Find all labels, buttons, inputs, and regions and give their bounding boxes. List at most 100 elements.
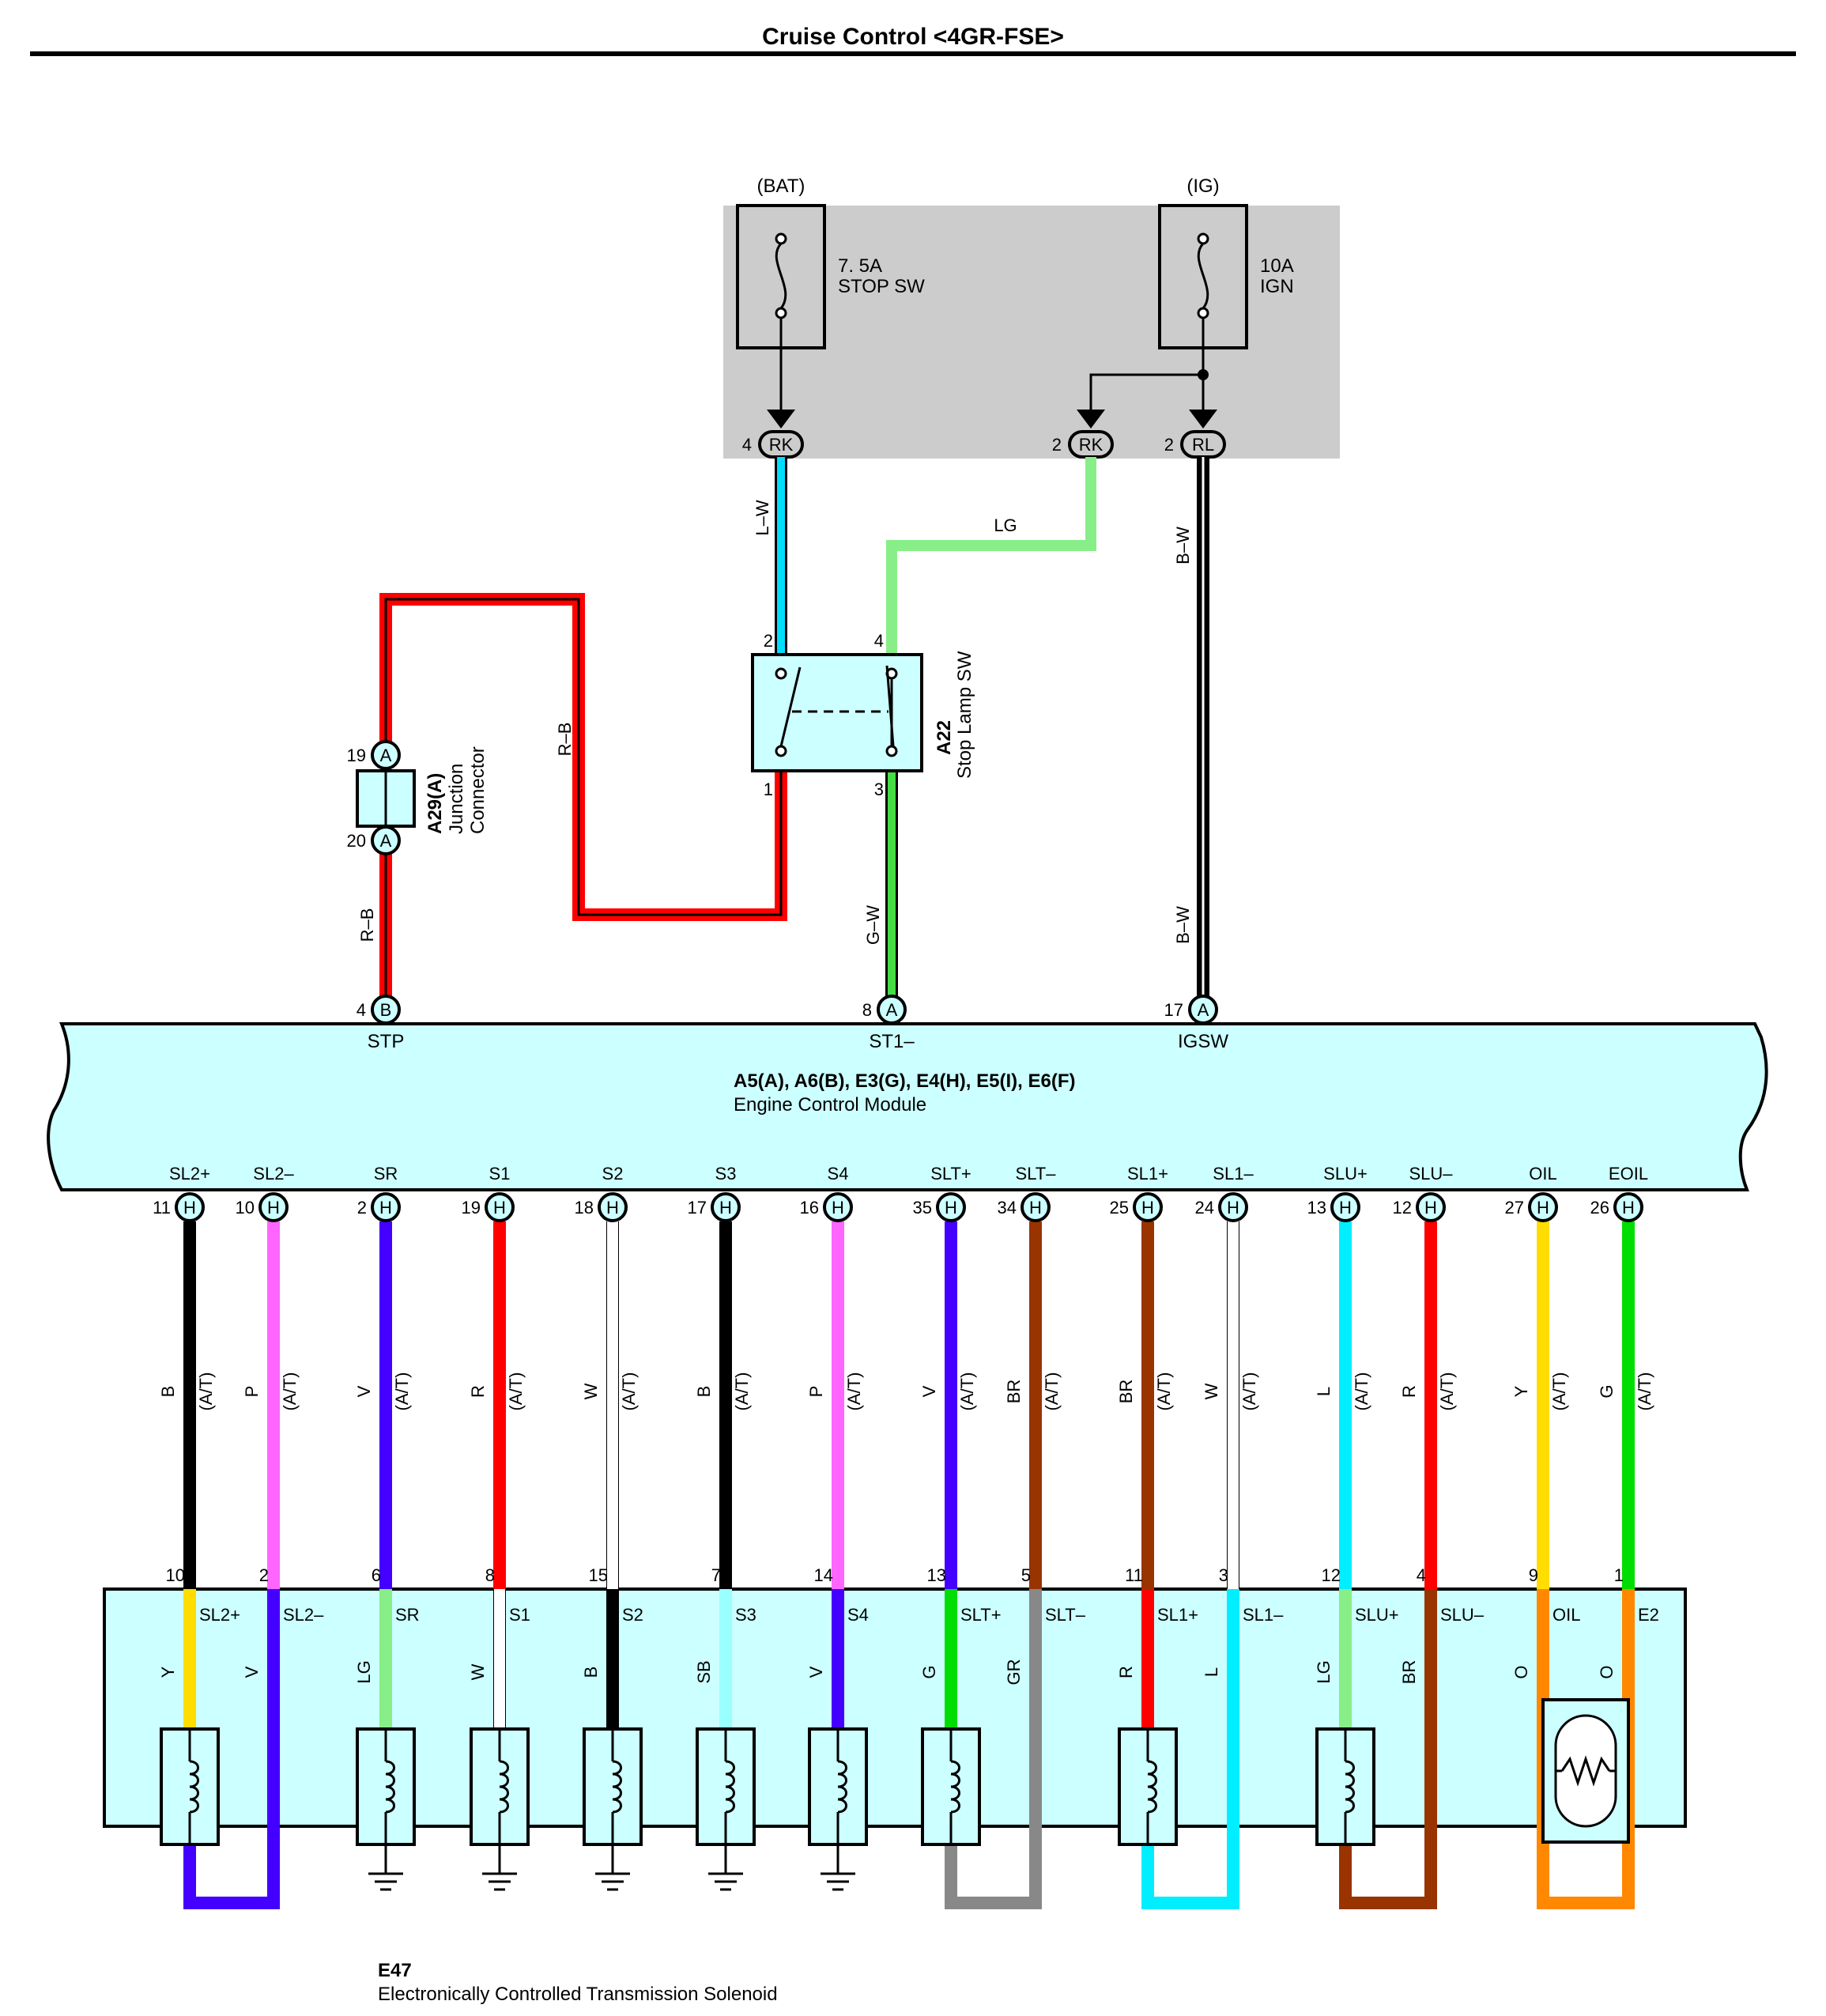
- fuse-supply-ig: (IG): [1187, 176, 1219, 197]
- terminal-pin: 10: [236, 1198, 255, 1218]
- junction-pin-top: 19: [347, 746, 366, 765]
- wire-note-label: (A/T): [732, 1372, 752, 1411]
- wire-color-label: G: [1597, 1384, 1617, 1398]
- solenoid-wire-color: LG: [1314, 1660, 1334, 1683]
- solenoid-pin-name: SL2+: [199, 1605, 240, 1625]
- solenoid-wire-color: B: [581, 1667, 601, 1678]
- solenoid-coil-sr: [356, 1727, 416, 1846]
- terminal-name: SL2+: [169, 1164, 210, 1184]
- ecm-terminal-slu–: [1416, 1192, 1446, 1222]
- solenoid-pin-name: S4: [847, 1605, 869, 1625]
- terminal-name: OIL: [1529, 1164, 1556, 1184]
- ecm-name: Engine Control Module: [734, 1094, 926, 1116]
- terminal-conn: H: [183, 1198, 196, 1218]
- wire-color-label: W: [1202, 1383, 1221, 1399]
- wire-color-label: Y: [1511, 1385, 1531, 1397]
- terminal-name: STP: [368, 1031, 405, 1052]
- solenoid-wire-color: V: [242, 1666, 262, 1678]
- ecm-terminal-sr: [371, 1192, 401, 1222]
- wire-note-label: (A/T): [196, 1372, 216, 1411]
- solenoid-wire-color: BR: [1399, 1660, 1419, 1685]
- solenoid-wire-color: O: [1597, 1665, 1617, 1678]
- solenoid-pin-number: 10: [166, 1565, 185, 1585]
- solenoid-wire-color: Y: [158, 1666, 178, 1678]
- coil-winding: [837, 1760, 847, 1814]
- wire-note-label: (A/T): [1239, 1372, 1259, 1411]
- ecm-terminal-s4: [823, 1192, 853, 1222]
- terminal-conn: B: [380, 1000, 392, 1020]
- terminal-conn: H: [267, 1198, 280, 1218]
- terminal-conn: H: [1622, 1198, 1635, 1218]
- coil-winding: [950, 1760, 960, 1814]
- junction-conn-top: A: [380, 746, 392, 765]
- page-title: Cruise Control <4GR-FSE>: [762, 24, 1064, 50]
- coil-winding: [725, 1760, 735, 1814]
- junction-code: A29(A): [424, 773, 446, 834]
- ecm-solenoid-wires: B(A/T)P(A/T)V(A/T)R(A/T)W(A/T)B(A/T)P(A/…: [158, 1221, 1654, 1589]
- wire-note-label: (A/T): [280, 1372, 300, 1411]
- solenoid-pin-number: 11: [1125, 1565, 1143, 1585]
- ecm-terminal-sl2–: [258, 1192, 289, 1222]
- terminal-conn: H: [832, 1198, 844, 1218]
- switch-code: A22: [934, 720, 955, 755]
- wire-color-label: V: [919, 1385, 939, 1397]
- resistor-zigzag: [1560, 1755, 1611, 1787]
- ecm-terminal-s3: [711, 1192, 741, 1222]
- wire-note-label: (A/T): [957, 1372, 977, 1411]
- wire-note-label: (A/T): [1437, 1372, 1457, 1411]
- terminal-pin: 17: [1164, 1000, 1183, 1020]
- terminal-name: IGSW: [1178, 1031, 1228, 1052]
- terminal-pin: 11: [153, 1198, 171, 1218]
- wire-note-label: (A/T): [1352, 1372, 1371, 1411]
- switch-pin-2: 2: [764, 631, 773, 651]
- terminal-name: SLU–: [1409, 1164, 1453, 1184]
- wire-note-label: (A/T): [844, 1372, 864, 1411]
- ecm-terminal-sl1+: [1133, 1192, 1163, 1222]
- terminal-name: SL1+: [1127, 1164, 1168, 1184]
- junction-pin-bottom: 20: [347, 831, 366, 851]
- wire-note-label: (A/T): [1154, 1372, 1174, 1411]
- terminal-pin: 13: [1307, 1198, 1326, 1218]
- wire-note-label: (A/T): [1635, 1372, 1654, 1411]
- ecm-terminal-eoil: [1613, 1192, 1643, 1222]
- wire-color-label: L: [1314, 1387, 1334, 1396]
- solenoid-pin-name: SR: [395, 1605, 420, 1625]
- terminal-name: SLT–: [1016, 1164, 1057, 1184]
- switch-pin-1: 1: [764, 780, 773, 799]
- terminal-name: SLU+: [1323, 1164, 1368, 1184]
- junction-conn-bottom: A: [380, 831, 392, 851]
- wire-note-label: (A/T): [392, 1372, 412, 1411]
- terminal-conn: H: [379, 1198, 392, 1218]
- solenoid-pin-number: 5: [1021, 1565, 1031, 1585]
- solenoid-pin-number: 2: [259, 1565, 269, 1585]
- terminal-pin: 19: [462, 1198, 481, 1218]
- terminal-conn: H: [1029, 1198, 1042, 1218]
- solenoid-pin-name: S1: [509, 1605, 530, 1625]
- solenoid-pin-number: 6: [372, 1565, 381, 1585]
- ecm-terminal-st1: A 8 ST1–: [862, 995, 915, 1052]
- stop-lamp-switch: 2 4 1 3 A22 Stop Lamp SW: [751, 631, 975, 799]
- solenoid-loop: [1537, 1844, 1635, 1909]
- solenoid-pin-number: 8: [485, 1565, 495, 1585]
- wire-color-label: P: [242, 1386, 262, 1398]
- switch-pin-3: 3: [874, 780, 884, 799]
- solenoid-pin-number: 13: [927, 1565, 946, 1585]
- solenoid-pin-name: SLT–: [1045, 1605, 1086, 1625]
- wire-color-label: W: [581, 1383, 601, 1399]
- oil-temp-sensor: [1541, 1698, 1630, 1844]
- wire-label-lg: LG: [994, 515, 1017, 535]
- solenoid-pin-name: SL2–: [283, 1605, 324, 1625]
- wire-label-bw-top: B–W: [1173, 527, 1193, 564]
- coil-winding: [612, 1760, 622, 1814]
- ecm-bottom-terminals: H11SL2+H10SL2–H2SRH19S1H18S2H17S3H16S4H3…: [153, 1164, 1648, 1222]
- terminal-conn: A: [886, 1000, 898, 1020]
- terminal-name: ST1–: [869, 1031, 915, 1052]
- solenoid-pin-number: 4: [1417, 1565, 1426, 1585]
- terminal-conn: H: [719, 1198, 732, 1218]
- wire-color-label: B: [694, 1386, 714, 1398]
- terminal-conn: H: [945, 1198, 957, 1218]
- terminal-name: S1: [489, 1164, 511, 1184]
- terminal-pin: 24: [1195, 1198, 1214, 1218]
- connector-code: RK: [1079, 435, 1104, 455]
- solenoid-pin-name: S2: [622, 1605, 643, 1625]
